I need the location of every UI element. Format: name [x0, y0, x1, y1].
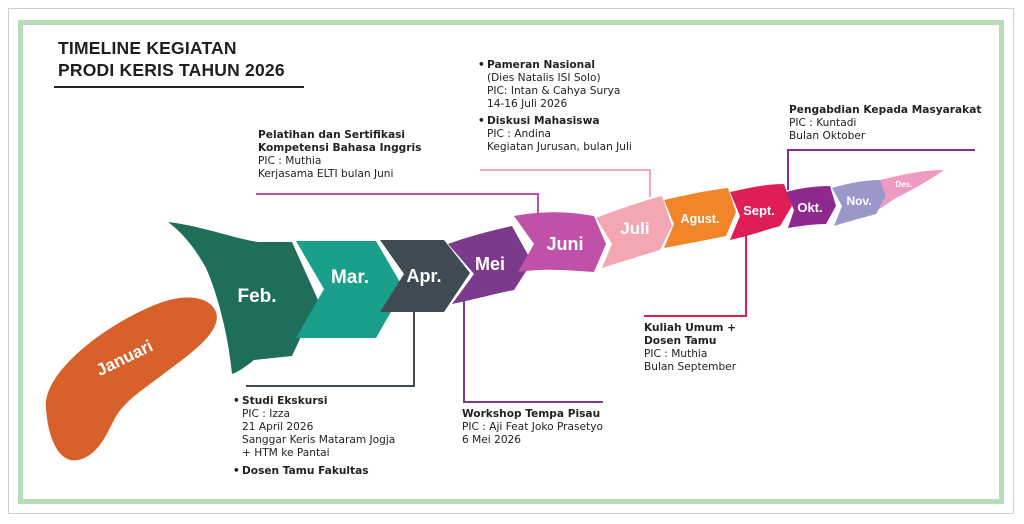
event-okt-title: Pengabdian Kepada Masyarakat	[789, 104, 982, 116]
event-apr-date: 21 April 2026	[242, 421, 314, 433]
connector-juli	[480, 169, 651, 197]
event-apr-title1: Studi Ekskursi	[233, 395, 395, 408]
event-juli-note2: Kegiatan Jurusan, bulan Juli	[487, 141, 632, 153]
month-label-okt: Okt.	[797, 200, 822, 215]
event-juli-title2: Diskusi Mahasiswa	[478, 115, 632, 128]
month-shape-sept	[730, 184, 792, 240]
event-juli-title1: Pameran Nasional	[478, 59, 632, 72]
outer-border	[8, 8, 1014, 514]
page-title-line2: PRODI KERIS TAHUN 2026	[58, 60, 285, 80]
month-label-juni: Juni	[546, 234, 583, 254]
green-frame	[18, 20, 1004, 504]
connector-juni	[256, 193, 539, 217]
event-juli-pic1: PIC: Intan & Cahya Surya	[487, 85, 621, 97]
month-label-mar: Mar.	[331, 267, 369, 288]
month-shape-des	[878, 170, 944, 210]
connector-sept	[644, 230, 747, 317]
event-april: Studi Ekskursi PIC : Izza 21 April 2026 …	[233, 395, 396, 478]
month-shape-mar	[296, 241, 404, 338]
month-shape-okt	[786, 186, 836, 228]
month-label-mei: Mei	[475, 254, 505, 274]
event-okt-pic: PIC : Kuntadi	[789, 117, 857, 129]
event-apr-note2: + HTM ke Pantai	[242, 447, 330, 459]
month-shape-mei	[448, 226, 532, 304]
event-oktober: Pengabdian Kepada Masyarakat PIC : Kunta…	[789, 104, 981, 143]
month-shape-januari	[45, 297, 217, 461]
month-label-feb: Feb.	[237, 286, 276, 307]
event-sept-note: Bulan September	[644, 361, 737, 373]
event-juni: Pelatihan dan Sertifikasi Kompetensi Bah…	[258, 129, 421, 181]
event-juli-date1: 14-16 Juli 2026	[487, 98, 568, 110]
event-mei: Workshop Tempa Pisau PIC : Aji Feat Joko…	[462, 408, 603, 447]
month-label-des: Des.	[896, 180, 913, 189]
event-juni-pic: PIC : Muthia	[258, 155, 322, 167]
month-label-agust: Agust.	[681, 212, 720, 226]
event-mei-pic: PIC : Aji Feat Joko Prasetyo	[462, 421, 603, 433]
month-label-apr: Apr.	[406, 266, 441, 286]
month-shape-nov	[832, 180, 886, 226]
event-juni-title: Pelatihan dan Sertifikasi	[258, 129, 406, 141]
event-apr-pic: PIC : Izza	[242, 408, 290, 420]
month-label-sept: Sept.	[743, 203, 775, 218]
event-okt-note: Bulan Oktober	[789, 130, 866, 142]
month-shape-feb	[168, 222, 318, 374]
event-apr-note1: Sanggar Keris Mataram Jogja	[242, 434, 396, 446]
event-juli: Pameran Nasional (Dies Natalis ISI Solo)…	[478, 59, 632, 154]
connector-mei	[463, 300, 603, 403]
title-underline	[54, 86, 304, 88]
event-september: Kuliah Umum + Dosen Tamu PIC : Muthia Bu…	[644, 322, 736, 374]
month-shape-agust	[664, 188, 736, 248]
event-sept-title2: Dosen Tamu	[644, 335, 717, 347]
connector-apr	[246, 290, 415, 387]
event-juni-note: Kerjasama ELTI bulan Juni	[258, 168, 394, 180]
event-mei-title: Workshop Tempa Pisau	[462, 408, 601, 420]
month-shape-juli	[596, 196, 672, 268]
month-label-nov: Nov.	[846, 194, 871, 208]
event-sept-pic: PIC : Muthia	[644, 348, 708, 360]
month-shape-juni	[514, 212, 606, 272]
event-juli-sub1: (Dies Natalis ISI Solo)	[487, 72, 601, 84]
event-apr-title2: Dosen Tamu Fakultas	[233, 465, 395, 478]
event-juni-title2: Kompetensi Bahasa Inggris	[258, 142, 422, 154]
event-juli-pic2: PIC : Andina	[487, 128, 552, 140]
event-mei-date: 6 Mei 2026	[462, 434, 522, 446]
page-title-line1: TIMELINE KEGIATAN	[58, 38, 237, 58]
event-sept-title1: Kuliah Umum +	[644, 322, 736, 334]
month-label-juli: Juli	[620, 219, 649, 238]
month-shape-apr	[380, 240, 470, 312]
connector-okt	[787, 149, 975, 190]
